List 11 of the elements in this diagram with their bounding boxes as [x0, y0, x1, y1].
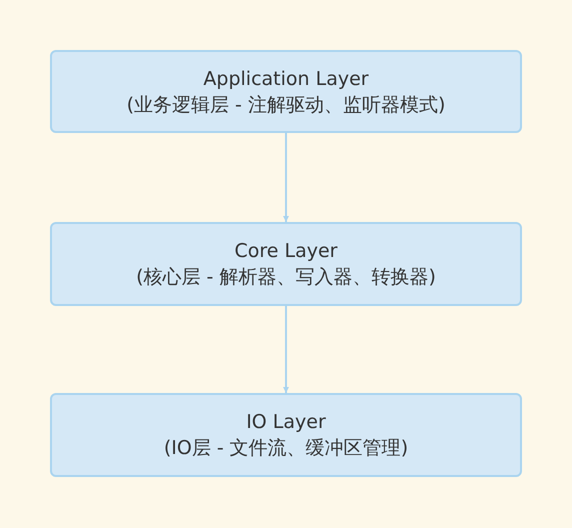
layer-description: (核心层 - 解析器、写入器、转换器): [136, 265, 436, 290]
arrow: [283, 133, 289, 222]
arrow: [283, 306, 289, 393]
layer-description: (业务逻辑层 - 注解驱动、监听器模式): [126, 92, 446, 118]
layer-description: (IO层 - 文件流、缓冲区管理): [164, 436, 408, 461]
layer-box: [50, 50, 522, 133]
layer-title: IO Layer: [246, 410, 326, 435]
layer-title: Core Layer: [234, 239, 338, 264]
layer-box: [50, 393, 522, 477]
layer-box: [50, 222, 522, 306]
layer-title: Application Layer: [203, 66, 369, 92]
